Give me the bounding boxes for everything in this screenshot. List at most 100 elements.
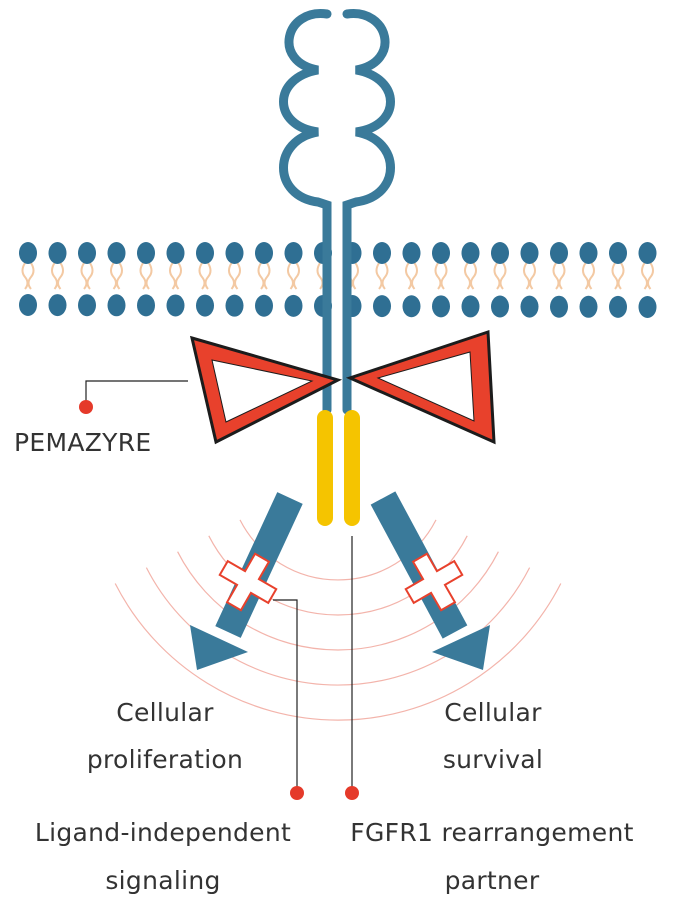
lipid-head-top bbox=[432, 242, 450, 264]
lipid-tail bbox=[493, 262, 501, 290]
lipid-tail bbox=[434, 262, 442, 290]
lipid-head-bottom bbox=[255, 294, 273, 317]
lipid-tail bbox=[145, 262, 153, 290]
lipid-tail bbox=[198, 262, 206, 290]
signal-ring bbox=[145, 567, 531, 686]
callout-leader-lines bbox=[85, 380, 353, 792]
lipid-tail bbox=[86, 262, 94, 290]
lipid-tail bbox=[80, 262, 88, 290]
lipid-head-top bbox=[255, 242, 273, 264]
lipid-tail bbox=[411, 262, 418, 290]
lipid-head-bottom bbox=[107, 294, 126, 317]
receptor-dimer bbox=[279, 9, 395, 526]
lipid-tail bbox=[647, 262, 654, 290]
lipid-tail bbox=[293, 262, 300, 290]
lipid-tail bbox=[27, 262, 35, 290]
lipid-head-top bbox=[225, 242, 244, 264]
lipid-tail bbox=[352, 262, 359, 290]
lipid-head-bottom bbox=[48, 294, 67, 317]
lipid-head-top bbox=[196, 242, 214, 264]
membrane-tails bbox=[21, 262, 654, 290]
lipid-head-top bbox=[19, 242, 37, 264]
lipid-tail bbox=[204, 262, 212, 290]
lipid-tail bbox=[405, 262, 412, 290]
lipid-head-top bbox=[284, 242, 303, 264]
lipid-tail bbox=[21, 262, 29, 290]
lipid-head-bottom bbox=[137, 294, 155, 317]
lipid-head-bottom bbox=[78, 294, 96, 317]
lipid-head-bottom bbox=[491, 295, 509, 318]
block-x-icon-right bbox=[404, 552, 464, 612]
lipid-head-top bbox=[373, 242, 391, 264]
lipid-tail bbox=[552, 262, 560, 290]
lipid-tail bbox=[51, 262, 58, 290]
lipid-tail bbox=[470, 262, 477, 290]
lipid-tail bbox=[558, 262, 566, 290]
lipid-head-top bbox=[579, 242, 598, 264]
lipid-tail bbox=[234, 262, 241, 290]
lipid-head-bottom bbox=[520, 295, 539, 318]
lipid-head-bottom bbox=[579, 295, 598, 318]
lipid-head-top bbox=[461, 242, 480, 264]
lipid-head-bottom bbox=[402, 295, 421, 318]
lipid-head-bottom bbox=[609, 295, 627, 318]
lipid-tail bbox=[588, 262, 595, 290]
lipid-head-bottom bbox=[225, 294, 244, 317]
lipid-head-bottom bbox=[196, 294, 214, 317]
lipid-head-bottom bbox=[166, 294, 185, 317]
receptor-right-extracellular bbox=[342, 9, 395, 415]
lipid-tail bbox=[175, 262, 182, 290]
signal-rings bbox=[114, 519, 562, 721]
block-x-icon-left bbox=[218, 552, 278, 612]
lipid-head-top bbox=[638, 242, 657, 264]
lipid-tail bbox=[263, 262, 271, 290]
callout-left-line1: Ligand-independent bbox=[34, 818, 292, 847]
callout-left-line2: signaling bbox=[105, 866, 221, 895]
drug-label: PEMAZYRE bbox=[14, 428, 152, 457]
lipid-tail bbox=[523, 262, 530, 290]
lipid-tail bbox=[375, 262, 383, 290]
leader-ligand bbox=[273, 599, 298, 792]
lipid-tail bbox=[57, 262, 64, 290]
lipid-tail bbox=[611, 262, 619, 290]
lipid-head-bottom bbox=[432, 295, 450, 318]
outcome-right-line1: Cellular bbox=[444, 698, 542, 727]
signal-ring bbox=[177, 551, 499, 651]
lipid-head-top bbox=[491, 242, 509, 264]
lipid-tail bbox=[499, 262, 507, 290]
lipid-head-bottom bbox=[461, 295, 480, 318]
lipid-head-top bbox=[48, 242, 67, 264]
lipid-tail bbox=[169, 262, 176, 290]
outcome-right-line2: survival bbox=[442, 745, 544, 774]
lipid-tail bbox=[381, 262, 389, 290]
lipid-tail bbox=[464, 262, 471, 290]
lipid-tail bbox=[110, 262, 117, 290]
lipid-head-top bbox=[609, 242, 627, 264]
receptor-left-extracellular bbox=[279, 9, 332, 415]
lipid-head-bottom bbox=[284, 294, 303, 317]
lipid-tail bbox=[139, 262, 147, 290]
callout-dot-drug bbox=[79, 400, 93, 414]
callout-dot-fgfr1 bbox=[345, 786, 359, 800]
lipid-head-top bbox=[166, 242, 185, 264]
lipid-tail bbox=[582, 262, 589, 290]
callout-right-line2: partner bbox=[444, 866, 540, 895]
lipid-tail bbox=[617, 262, 625, 290]
drug-triangle-right-inner bbox=[376, 351, 475, 422]
lipid-tail bbox=[440, 262, 448, 290]
lipid-tail bbox=[641, 262, 648, 290]
callout-right-line1: FGFR1 rearrangement bbox=[350, 818, 634, 847]
lipid-head-top bbox=[78, 242, 96, 264]
cell-membrane bbox=[19, 242, 657, 318]
lipid-tail bbox=[257, 262, 265, 290]
lipid-tail bbox=[228, 262, 235, 290]
lipid-head-top bbox=[107, 242, 126, 264]
signal-ring bbox=[114, 583, 562, 721]
membrane-heads bbox=[19, 242, 657, 318]
lipid-tail bbox=[316, 262, 324, 290]
outcome-left-line1: Cellular bbox=[116, 698, 214, 727]
lipid-head-bottom bbox=[550, 295, 568, 318]
lipid-tail bbox=[116, 262, 123, 290]
